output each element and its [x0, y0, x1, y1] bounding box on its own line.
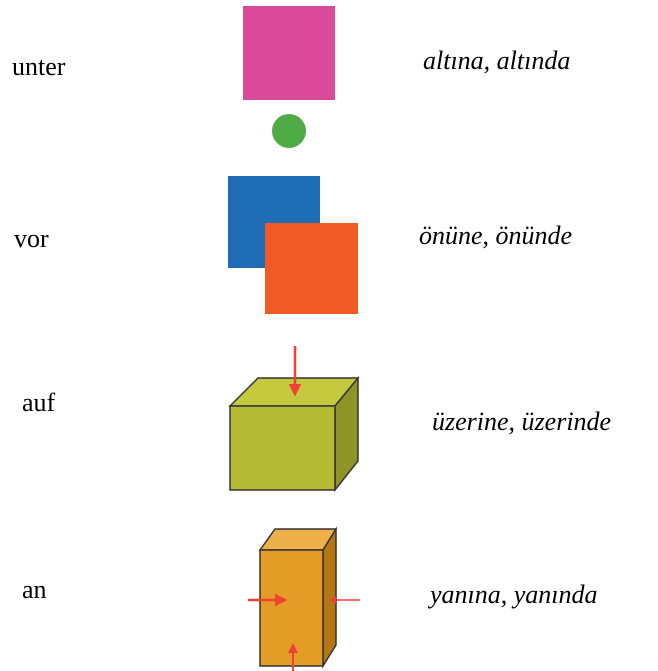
turkish-translation-vor: önüne, önünde	[419, 221, 573, 250]
german-word-unter: unter	[12, 52, 66, 81]
prism-front-face	[259, 549, 324, 667]
prism-side-face	[322, 526, 337, 669]
cube-front-face	[229, 405, 336, 491]
orange-square	[265, 223, 358, 314]
pink-square	[243, 6, 335, 100]
german-word-auf: auf	[22, 388, 56, 417]
german-word-vor: vor	[14, 224, 49, 253]
turkish-translation-unter: altına, altında	[423, 46, 571, 75]
german-word-an: an	[22, 575, 47, 604]
vor-illustration	[228, 176, 358, 314]
green-dot	[272, 114, 306, 148]
unter-illustration	[243, 6, 335, 148]
an-illustration	[248, 526, 360, 671]
turkish-translation-auf: üzerine, üzerinde	[432, 407, 612, 436]
auf-illustration	[228, 346, 360, 493]
turkish-translation-an: yanına, yanında	[430, 580, 598, 609]
